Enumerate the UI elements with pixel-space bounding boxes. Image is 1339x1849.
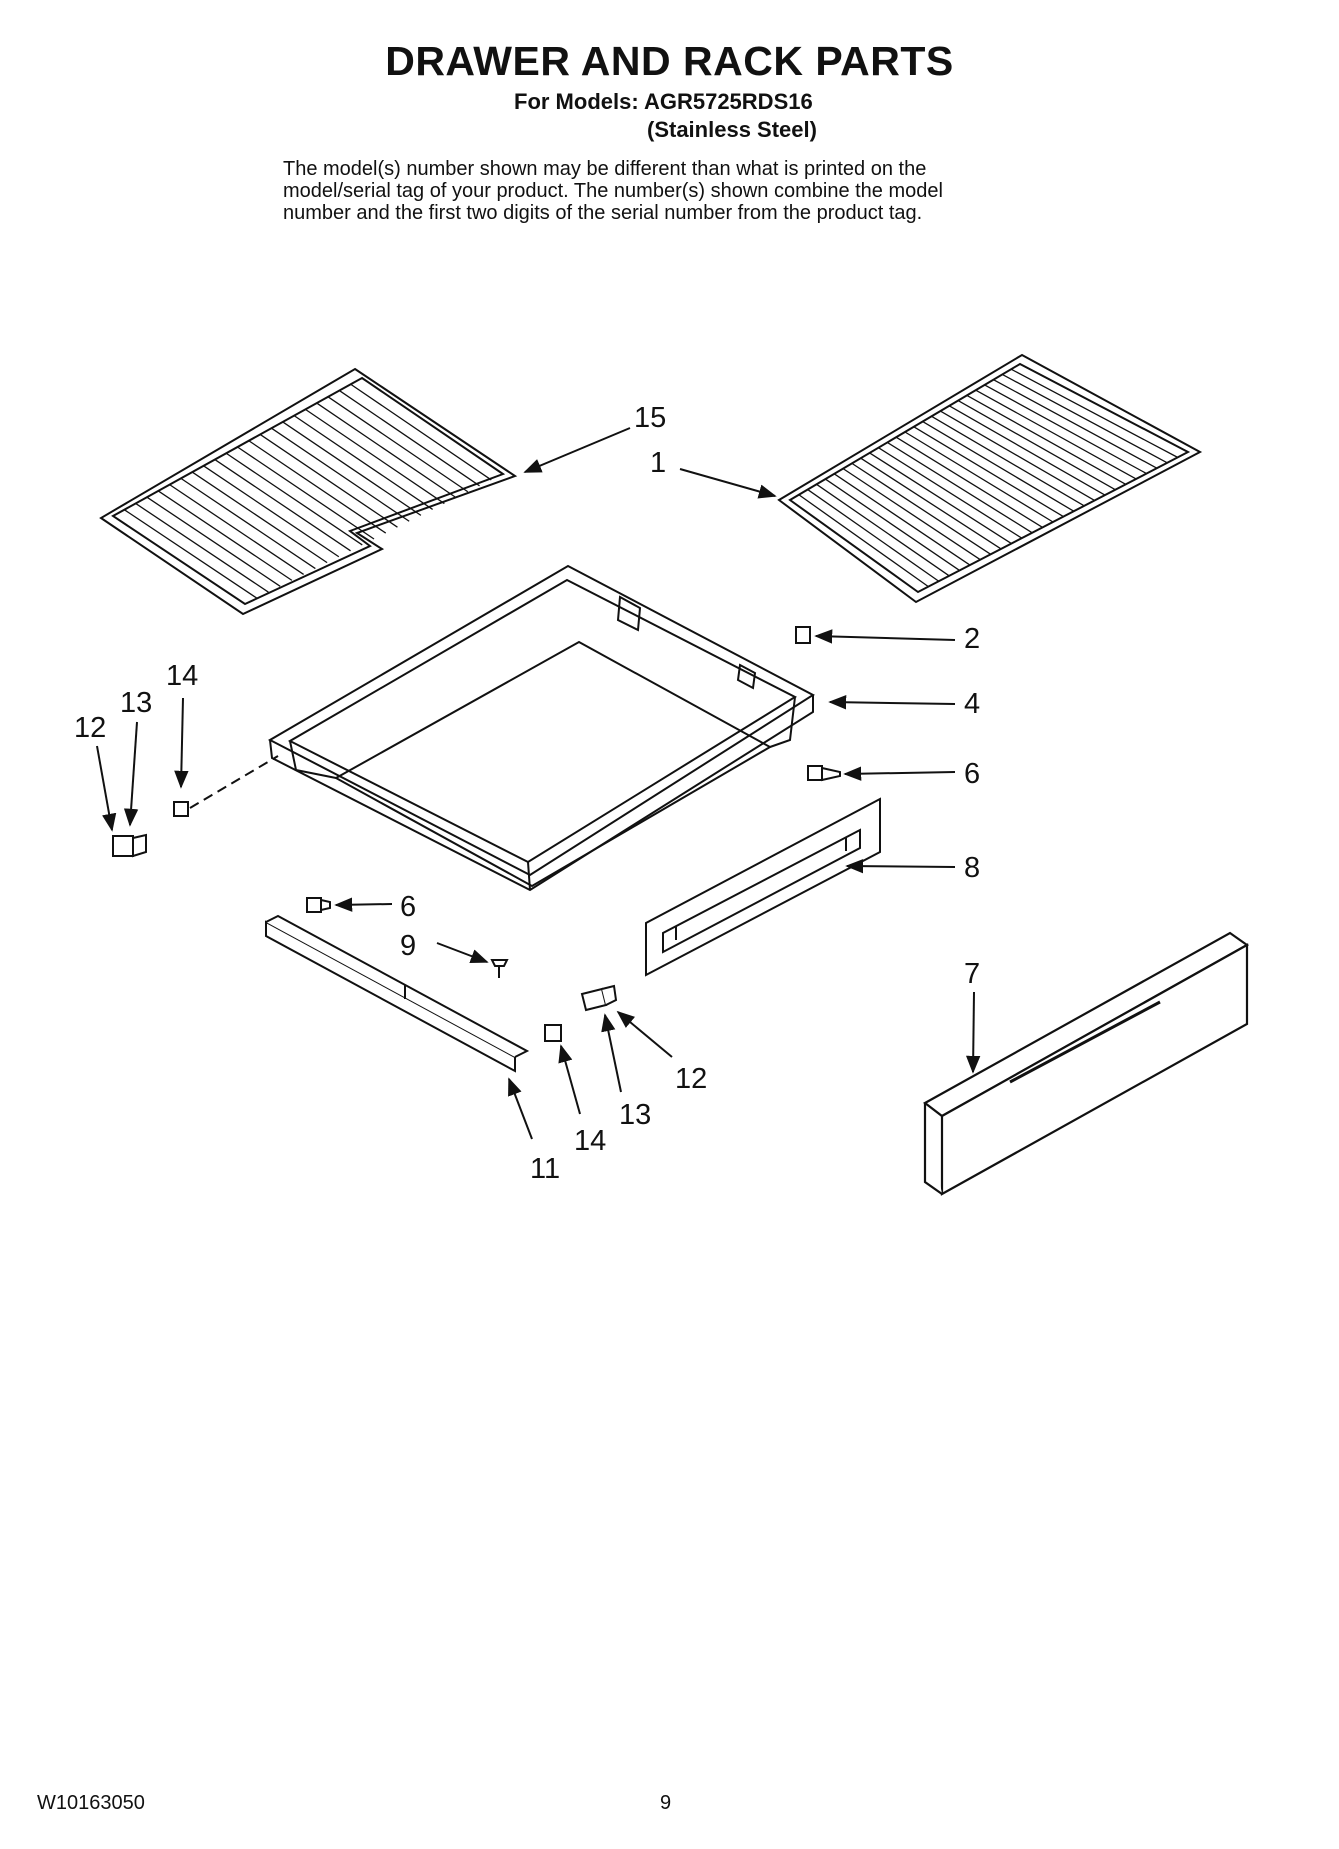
callout-2: 2 bbox=[964, 623, 980, 655]
rack-wire bbox=[878, 447, 1023, 539]
rack-wire bbox=[146, 496, 281, 587]
rack-wire bbox=[842, 468, 981, 561]
rack-wire bbox=[993, 379, 1158, 469]
split-oven-rack bbox=[99, 367, 518, 616]
drawer-pan bbox=[267, 564, 815, 892]
document-number: W10163050 bbox=[37, 1792, 145, 1814]
part-11-slide-rail bbox=[265, 914, 530, 1073]
callout-14-lower: 14 bbox=[574, 1125, 606, 1157]
models-line: For Models: AGR5725RDS16 bbox=[514, 89, 813, 114]
rack-wire bbox=[237, 446, 375, 540]
rack-wire bbox=[1002, 373, 1168, 464]
part-6-screw-right bbox=[807, 765, 841, 782]
page-number: 9 bbox=[660, 1792, 672, 1814]
rack-wire bbox=[904, 431, 1054, 523]
callout-8: 8 bbox=[964, 852, 980, 884]
rack-wire bbox=[895, 436, 1043, 528]
callout-15: 15 bbox=[634, 402, 666, 434]
oven-rack bbox=[777, 353, 1203, 604]
page-title: DRAWER AND RACK PARTS bbox=[385, 38, 954, 84]
rack-wire bbox=[940, 410, 1095, 502]
rack-wire bbox=[135, 502, 269, 593]
rack-wire bbox=[931, 415, 1085, 507]
part-2-clip bbox=[795, 626, 811, 644]
rack-wire bbox=[816, 483, 950, 577]
rack-wire bbox=[948, 405, 1106, 496]
rack-wire bbox=[259, 433, 398, 528]
note-line-1: The model(s) number shown may be differe… bbox=[283, 158, 927, 180]
rack-wire bbox=[869, 452, 1012, 545]
rack-wire bbox=[1010, 368, 1178, 458]
rack-wire bbox=[248, 440, 387, 534]
callout-1: 1 bbox=[650, 447, 666, 479]
callout-13-left: 13 bbox=[120, 687, 152, 719]
rack-wire bbox=[851, 462, 992, 555]
rack-wire bbox=[825, 478, 960, 571]
rack-wire bbox=[966, 394, 1127, 485]
part-7-drawer-front bbox=[923, 931, 1250, 1196]
rack-wire bbox=[913, 426, 1064, 518]
rack-wire bbox=[833, 473, 971, 566]
rack-wire bbox=[886, 441, 1033, 534]
note-line-3: number and the first two digits of the s… bbox=[283, 202, 923, 224]
part-8-bracket bbox=[645, 797, 881, 977]
rack-wire bbox=[123, 509, 258, 599]
rack-wire bbox=[305, 408, 445, 505]
callout-6-right: 6 bbox=[964, 758, 980, 790]
part-6-screw-left bbox=[306, 897, 331, 913]
rack-wire bbox=[984, 384, 1147, 475]
callout-13-lower: 13 bbox=[619, 1099, 651, 1131]
rack-wire bbox=[169, 484, 304, 575]
rack-wire bbox=[922, 420, 1075, 512]
callout-11: 11 bbox=[530, 1153, 560, 1185]
leader-lines bbox=[96, 427, 981, 1140]
note-line-2: model/serial tag of your product. The nu… bbox=[283, 180, 943, 202]
rack-wire bbox=[975, 389, 1137, 480]
rack-wire bbox=[327, 396, 469, 493]
rack-wire bbox=[957, 400, 1116, 491]
callout-14-left: 14 bbox=[166, 660, 198, 692]
rack-wire bbox=[798, 494, 929, 588]
rack-wire bbox=[214, 459, 351, 552]
callout-7: 7 bbox=[964, 958, 980, 990]
rack-wire bbox=[316, 402, 457, 499]
rack-wire bbox=[271, 427, 410, 522]
rack-wire bbox=[180, 477, 316, 570]
rack-wire bbox=[860, 457, 1002, 550]
rack-wire bbox=[338, 390, 480, 487]
callout-9: 9 bbox=[400, 930, 416, 962]
callout-12-left: 12 bbox=[74, 712, 106, 744]
rack-wire bbox=[225, 452, 363, 546]
callout-6-left: 6 bbox=[400, 891, 416, 923]
left-roller-assembly bbox=[112, 755, 279, 858]
callout-12-lower: 12 bbox=[675, 1063, 707, 1095]
part-9-screw bbox=[490, 959, 509, 978]
rack-wire bbox=[293, 415, 434, 510]
rack-wire bbox=[191, 471, 328, 564]
rack-wire bbox=[203, 465, 340, 558]
lower-roller-assembly bbox=[544, 984, 618, 1042]
callout-4: 4 bbox=[964, 688, 980, 720]
model-note: The model(s) number shown may be differe… bbox=[283, 158, 1083, 224]
rack-wire bbox=[157, 490, 293, 581]
rack-wire bbox=[807, 489, 940, 582]
rack-wire bbox=[282, 421, 422, 516]
rack-wire bbox=[350, 383, 492, 481]
models-subtitle: (Stainless Steel) bbox=[647, 117, 817, 142]
